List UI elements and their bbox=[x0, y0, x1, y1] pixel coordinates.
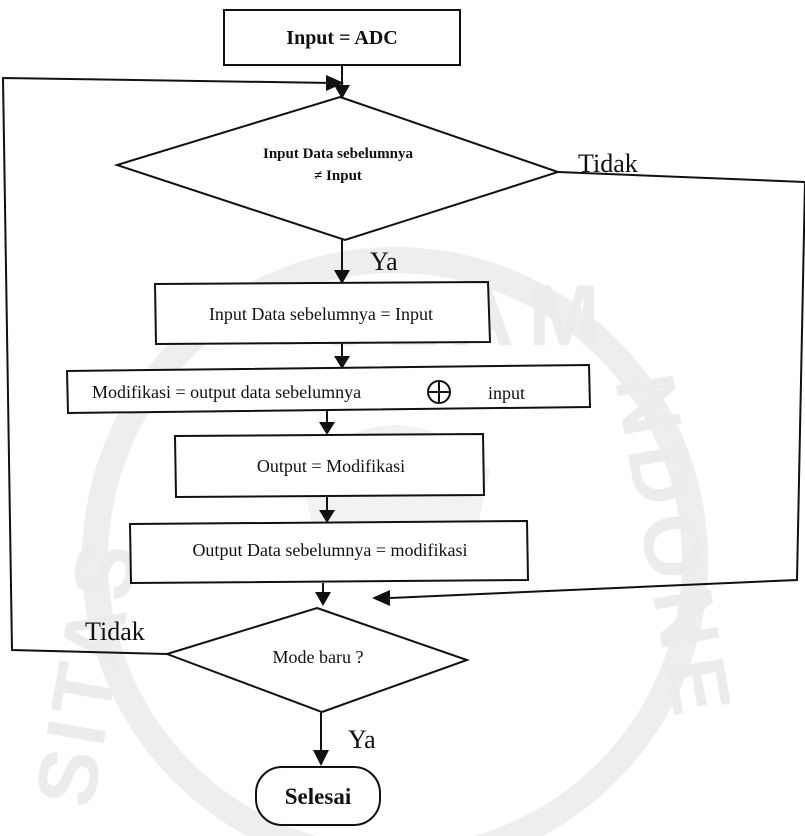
decision1-diamond bbox=[113, 95, 562, 242]
process-box-2 bbox=[65, 363, 592, 415]
process-4-label: Output Data sebelumnya = modifikasi bbox=[192, 540, 467, 560]
arrowhead bbox=[372, 590, 390, 606]
process-box-4 bbox=[128, 519, 530, 585]
connector-decision2-no-loop bbox=[1, 76, 334, 655]
process-3-label: Output = Modifikasi bbox=[257, 456, 405, 476]
decision1-line1: Input Data sebelumnya bbox=[263, 146, 414, 162]
arrowhead bbox=[334, 85, 350, 99]
terminator-label: Selesai bbox=[285, 784, 352, 809]
connector-right-loop-return bbox=[389, 181, 805, 599]
decision1-yes-label: Ya bbox=[370, 247, 398, 276]
decision2-no-label: Tidak bbox=[85, 617, 145, 646]
process-box-3 bbox=[173, 432, 486, 499]
connector-decision1-no-loop bbox=[557, 171, 805, 183]
arrowhead bbox=[315, 592, 331, 606]
decision1-line2: ≠ Input bbox=[314, 168, 362, 184]
watermark-ring bbox=[82, 247, 708, 836]
start-box bbox=[223, 9, 461, 66]
process-1-label: Input Data sebelumnya = Input bbox=[209, 304, 433, 324]
decision2-yes-label: Ya bbox=[348, 725, 376, 754]
xor-operator-icon bbox=[427, 380, 451, 404]
terminator-selesai bbox=[255, 766, 381, 826]
process-2-label-right: input bbox=[488, 383, 525, 403]
arrowhead bbox=[326, 75, 344, 91]
decision2-label: Mode baru ? bbox=[273, 647, 364, 667]
arrowhead bbox=[313, 750, 329, 766]
arrowhead bbox=[319, 510, 335, 523]
start-box-label: Input = ADC bbox=[286, 27, 397, 49]
arrowhead bbox=[334, 270, 350, 284]
arrowhead bbox=[334, 356, 350, 369]
process-box-1 bbox=[153, 280, 492, 346]
process-2-label-left: Modifikasi = output data sebelumnya bbox=[92, 382, 361, 402]
arrowhead bbox=[319, 422, 335, 435]
